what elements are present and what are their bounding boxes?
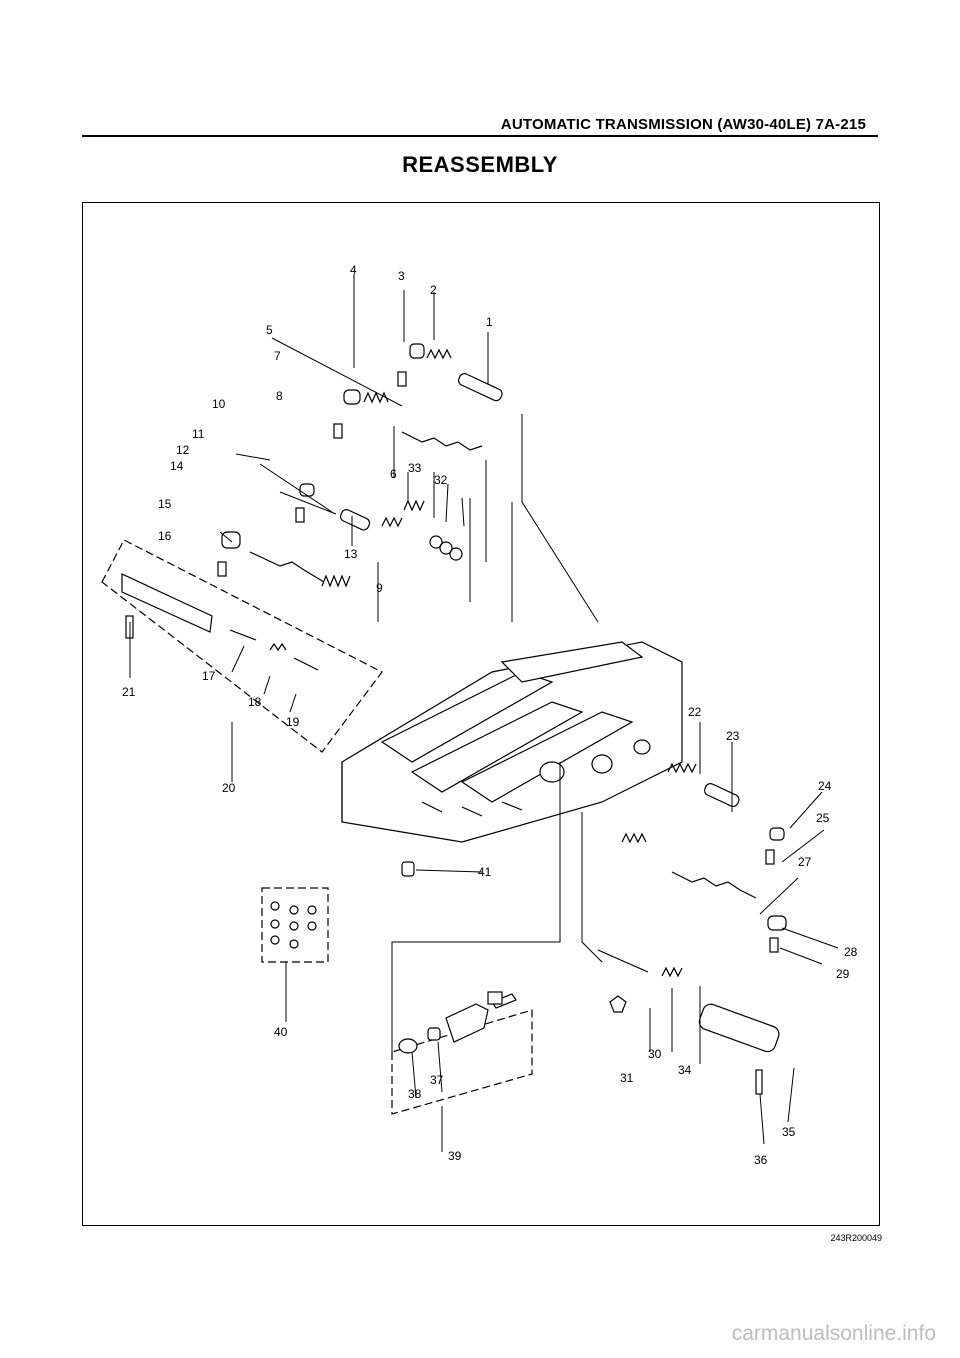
callout-7: 7 — [274, 349, 281, 363]
callout-33: 33 — [408, 461, 422, 475]
callout-1: 1 — [486, 315, 493, 329]
callout-18: 18 — [248, 695, 262, 709]
exploded-view-diagram: 1 2 3 4 5 6 7 8 9 10 11 12 13 14 15 16 1… — [101, 263, 858, 1167]
plug-41 — [401, 861, 415, 877]
group-39-outline — [391, 1009, 533, 1115]
callout-17: 17 — [202, 669, 216, 683]
spool-group-top — [217, 343, 503, 588]
callout-8: 8 — [276, 389, 283, 403]
leader-lines — [129, 274, 839, 1152]
callout-13: 13 — [344, 547, 358, 561]
callout-4: 4 — [350, 263, 357, 277]
callout-14: 14 — [170, 459, 184, 473]
check-ball-plugs — [270, 901, 317, 949]
header-rule — [82, 135, 878, 137]
callout-39: 39 — [448, 1149, 462, 1163]
group-20-parts — [121, 573, 319, 671]
watermark-link[interactable]: carmanualsonline.info — [731, 1322, 936, 1345]
callout-labels: 1 2 3 4 5 6 7 8 9 10 11 12 13 14 15 16 1… — [122, 263, 858, 1167]
callout-25: 25 — [816, 811, 830, 825]
callout-3: 3 — [398, 269, 405, 283]
callout-12: 12 — [176, 443, 190, 457]
valve-body — [341, 641, 683, 843]
page-title: REASSEMBLY — [402, 152, 558, 177]
callout-40: 40 — [274, 1025, 288, 1039]
group-39-parts — [398, 991, 517, 1054]
group-20-outline — [101, 539, 383, 753]
callout-21: 21 — [122, 685, 136, 699]
callout-19: 19 — [286, 715, 300, 729]
callout-23: 23 — [726, 729, 740, 743]
callout-31: 31 — [620, 1071, 634, 1085]
callout-22: 22 — [688, 705, 702, 719]
callout-11: 11 — [192, 427, 205, 441]
callout-15: 15 — [158, 497, 172, 511]
callout-36: 36 — [754, 1153, 768, 1167]
figure-code: 243R200049 — [830, 1233, 882, 1243]
callout-28: 28 — [844, 945, 858, 959]
callout-34: 34 — [678, 1063, 692, 1077]
callout-37: 37 — [430, 1073, 444, 1087]
callout-2: 2 — [430, 283, 437, 297]
callout-29: 29 — [836, 967, 850, 981]
callout-24: 24 — [818, 779, 832, 793]
callout-20: 20 — [222, 781, 236, 795]
callout-10: 10 — [212, 397, 226, 411]
callout-5: 5 — [266, 323, 273, 337]
callout-27: 27 — [798, 855, 812, 869]
group-40-box — [261, 887, 329, 963]
spool-group-right — [597, 762, 787, 1095]
running-header: AUTOMATIC TRANSMISSION (AW30-40LE) 7A-21… — [500, 116, 866, 133]
figure-frame — [82, 202, 880, 1226]
callout-9: 9 — [376, 581, 383, 595]
callout-32: 32 — [434, 473, 448, 487]
callout-30: 30 — [648, 1047, 662, 1061]
callout-38: 38 — [408, 1087, 422, 1101]
callout-6: 6 — [390, 467, 397, 481]
callout-35: 35 — [782, 1125, 796, 1139]
callout-41: 41 — [478, 865, 492, 879]
callout-16: 16 — [158, 529, 172, 543]
